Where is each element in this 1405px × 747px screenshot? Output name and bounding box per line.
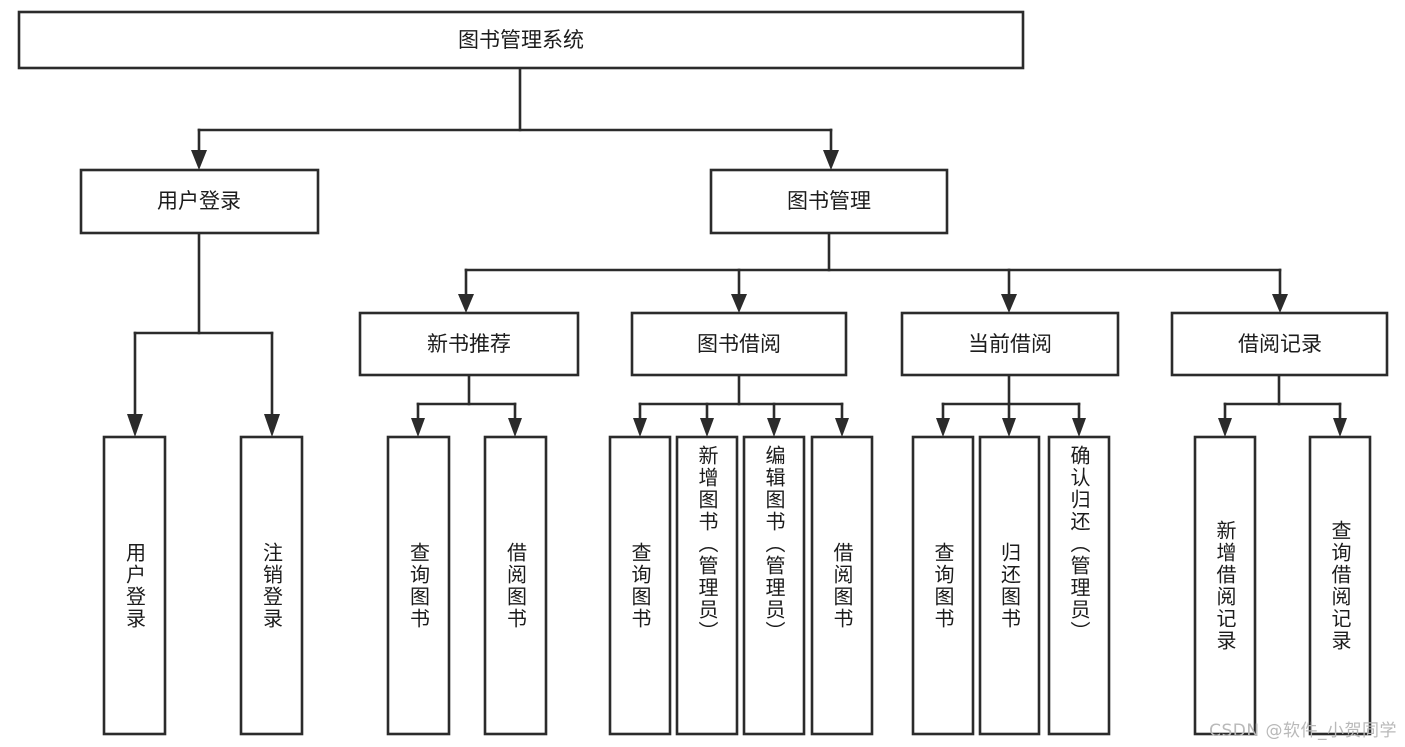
arrow-to-leaf-add-book-icon xyxy=(700,418,714,437)
arrow-to-leaf-user-login-icon xyxy=(127,414,143,437)
node-current-borrow-box[interactable] xyxy=(900,311,1120,377)
node-leaf-add-record-box[interactable] xyxy=(1193,435,1257,736)
node-user-login-label: 用户登录 xyxy=(157,189,241,213)
arrow-to-new-book-recommend-icon xyxy=(458,294,474,313)
node-book-borrow[interactable]: 图书借阅 xyxy=(630,311,848,377)
node-leaf-add-book-box[interactable] xyxy=(675,435,739,736)
node-book-management-label: 图书管理 xyxy=(787,189,871,213)
arrow-to-leaf-confirm-return-icon xyxy=(1072,418,1086,437)
arrow-to-leaf-borrow-book-1-icon xyxy=(508,418,522,437)
leaf-boxes-layer xyxy=(102,435,1372,736)
node-borrow-record[interactable]: 借阅记录 xyxy=(1170,311,1389,377)
node-root-box[interactable] xyxy=(17,10,1025,70)
arrow-to-leaf-return-book-icon xyxy=(1002,418,1016,437)
arrow-to-leaf-user-logout-icon xyxy=(264,414,280,437)
node-leaf-query-book-3-box[interactable] xyxy=(911,435,975,736)
node-book-borrow-box[interactable] xyxy=(630,311,848,377)
arrow-to-book-borrow-icon xyxy=(731,294,747,313)
node-user-login-box[interactable] xyxy=(79,168,320,235)
arrow-to-current-borrow-icon xyxy=(1001,294,1017,313)
node-leaf-confirm-return-box[interactable] xyxy=(1047,435,1111,736)
node-leaf-user-logout-box[interactable] xyxy=(239,435,304,736)
node-leaf-query-record-box[interactable] xyxy=(1308,435,1372,736)
node-book-borrow-label: 图书借阅 xyxy=(697,332,781,356)
node-leaf-edit-book-box[interactable] xyxy=(742,435,806,736)
node-book-management-box[interactable] xyxy=(709,168,949,235)
arrow-to-leaf-edit-book-icon xyxy=(767,418,781,437)
arrow-to-user-login-icon xyxy=(191,150,207,170)
arrow-to-leaf-query-book-3-icon xyxy=(936,418,950,437)
arrow-to-leaf-query-book-2-icon xyxy=(633,418,647,437)
node-leaf-borrow-book-2-box[interactable] xyxy=(810,435,874,736)
node-root[interactable]: 图书管理系统 xyxy=(17,10,1025,70)
node-borrow-record-label: 借阅记录 xyxy=(1238,332,1322,356)
node-leaf-query-book-1-box[interactable] xyxy=(386,435,451,736)
node-current-borrow[interactable]: 当前借阅 xyxy=(900,311,1120,377)
arrowhead-layer xyxy=(127,150,1347,437)
node-root-label: 图书管理系统 xyxy=(458,28,584,52)
node-leaf-query-book-2-box[interactable] xyxy=(608,435,672,736)
node-book-management[interactable]: 图书管理 xyxy=(709,168,949,235)
node-leaf-borrow-book-1-box[interactable] xyxy=(483,435,548,736)
arrow-to-leaf-query-record-icon xyxy=(1333,418,1347,437)
arrow-to-leaf-borrow-book-2-icon xyxy=(835,418,849,437)
arrow-to-borrow-record-icon xyxy=(1272,294,1288,313)
node-user-login[interactable]: 用户登录 xyxy=(79,168,320,235)
node-new-book-recommend[interactable]: 新书推荐 xyxy=(358,311,580,377)
arrow-to-book-management-icon xyxy=(823,150,839,170)
node-new-book-recommend-box[interactable] xyxy=(358,311,580,377)
node-leaf-user-login-box[interactable] xyxy=(102,435,167,736)
node-current-borrow-label: 当前借阅 xyxy=(968,332,1052,356)
connector-layer xyxy=(133,66,1342,420)
arrow-to-leaf-add-record-icon xyxy=(1218,418,1232,437)
node-new-book-recommend-label: 新书推荐 xyxy=(427,332,511,356)
node-leaf-return-book-box[interactable] xyxy=(978,435,1041,736)
arrow-to-leaf-query-book-1-icon xyxy=(411,418,425,437)
csdn-watermark: CSDN @软件_小贺同学 xyxy=(1209,721,1397,741)
node-borrow-record-box[interactable] xyxy=(1170,311,1389,377)
